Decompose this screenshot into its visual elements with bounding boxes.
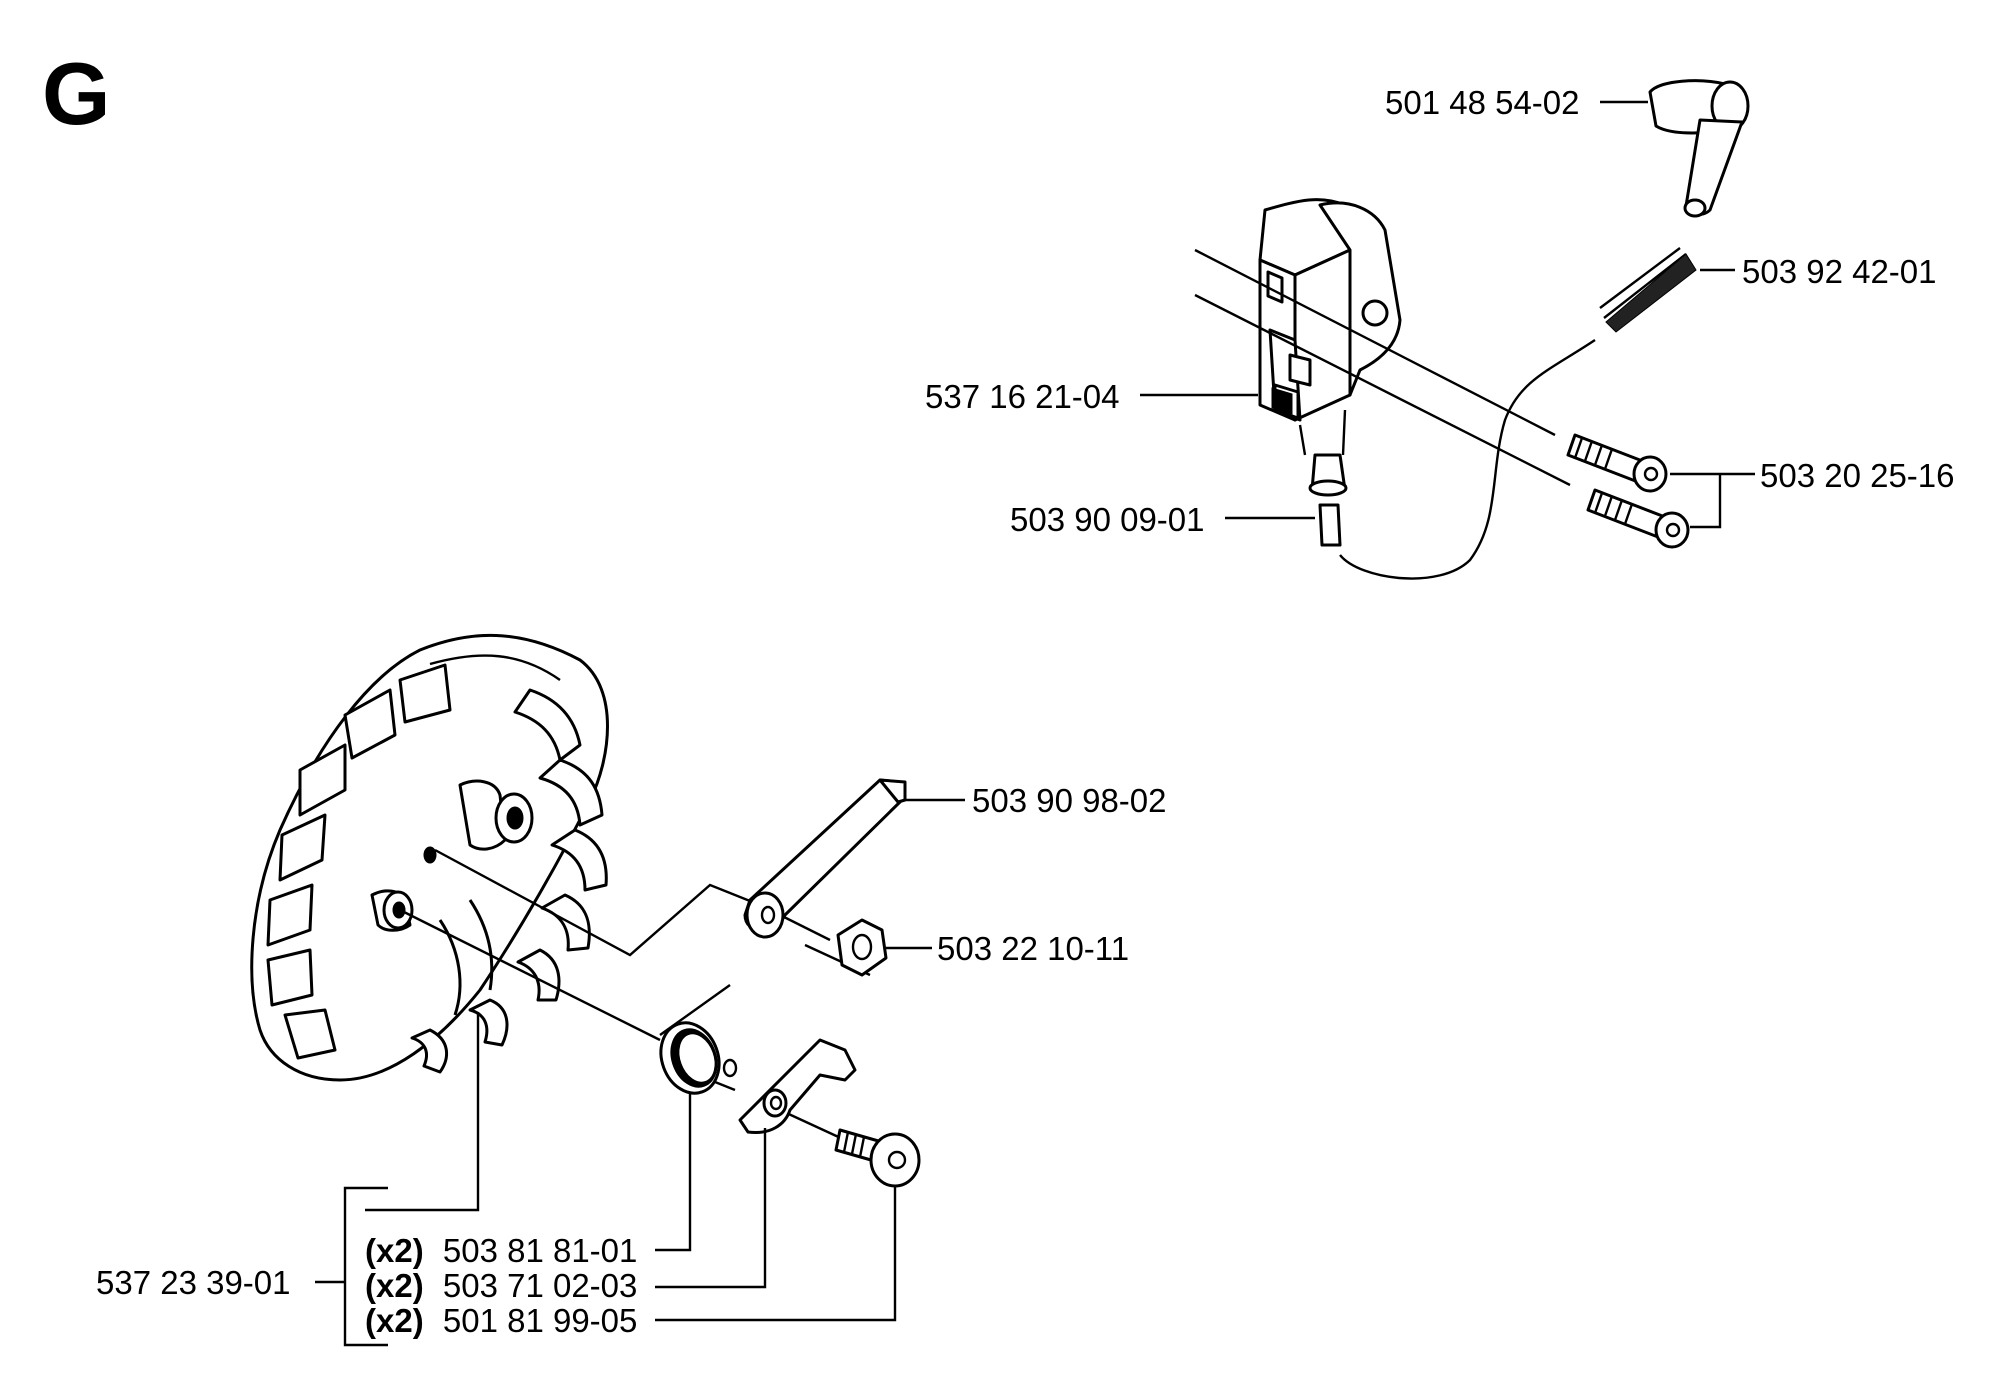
part-number: 503 90 09-01: [1010, 501, 1205, 538]
part-number: 503 20 25-16: [1760, 457, 1955, 494]
leader-503-71-02-03: [655, 1128, 767, 1289]
starter-pawl: [738, 1038, 857, 1135]
leader-503-81-81-01: [655, 1092, 692, 1252]
section-letter: G: [42, 44, 110, 143]
part-number: 503 92 42-01: [1742, 253, 1937, 290]
axis-line: [399, 908, 661, 1042]
part-number: 537 23 39-01: [96, 1264, 291, 1301]
part-number: 501 81 99-05: [443, 1302, 638, 1339]
flywheel: [250, 633, 609, 1082]
axis-line: [1194, 248, 1556, 437]
shoulder-screw: [834, 1128, 921, 1188]
part-quantity: (x2): [365, 1232, 424, 1269]
part-entry: (x2) 503 81 81-01: [365, 1232, 637, 1269]
part-number: 503 81 81-01: [443, 1232, 638, 1269]
part-number: 501 48 54-02: [1385, 84, 1580, 121]
leader-503-20-25-16: [1670, 472, 1755, 529]
spark-plug-boot: [1648, 79, 1750, 218]
axis-line: [434, 848, 761, 957]
module-screw-upper: [1566, 433, 1668, 493]
part-entry: (x2) 503 71 02-03: [365, 1267, 637, 1304]
part-number: 503 22 10-11: [937, 930, 1129, 967]
ignition-module: [1258, 198, 1402, 547]
bracket-537-23-39-01: [315, 1186, 388, 1347]
ht-lead: [1339, 339, 1596, 580]
axis-line: [779, 913, 831, 942]
module-screw-lower: [1586, 488, 1690, 549]
leader-flywheel: [365, 1012, 480, 1212]
part-quantity: (x2): [365, 1302, 424, 1339]
part-entry: (x2) 501 81 99-05: [365, 1302, 637, 1339]
part-number: 537 16 21-04: [925, 378, 1120, 415]
starter-pawl-arm: [743, 778, 907, 939]
part-number: 503 71 02-03: [443, 1267, 638, 1304]
coil-spring: [1599, 247, 1697, 333]
spring-ring: [659, 1021, 738, 1095]
part-number: 503 90 98-02: [972, 782, 1167, 819]
hex-nut: [836, 918, 888, 977]
part-quantity: (x2): [365, 1267, 424, 1304]
leader-501-81-99-05: [655, 1185, 897, 1322]
axis-line: [1194, 293, 1571, 487]
axis-line: [779, 1108, 846, 1142]
